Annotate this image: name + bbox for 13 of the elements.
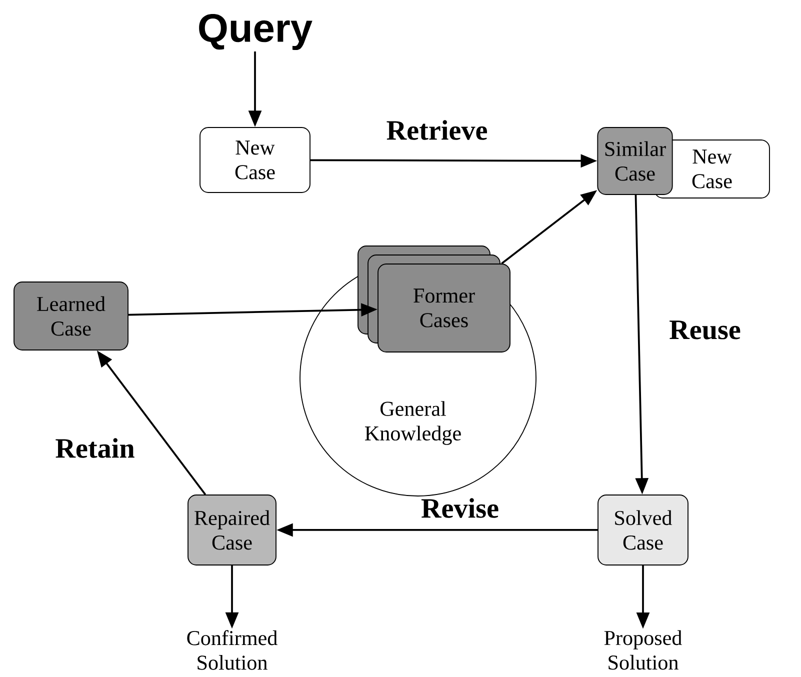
stacked-case-boxes: Former Cases xyxy=(358,246,510,352)
edge-label: Revise xyxy=(420,496,500,520)
case-box: Learned Case xyxy=(14,282,128,350)
solution-text: Confirmed Solution xyxy=(187,630,278,670)
edge-label: Reuse xyxy=(668,319,742,341)
case-box: Similar Case xyxy=(597,127,673,195)
edge-label: Retrieve xyxy=(385,118,489,142)
solution-text: Proposed Solution xyxy=(604,630,682,670)
edge-label: Retain xyxy=(54,436,136,460)
query-text: Query xyxy=(199,14,312,50)
case-box: Solved Case xyxy=(598,494,688,566)
case-box: Repaired Case xyxy=(188,494,276,566)
case-box: New Case xyxy=(200,127,310,193)
